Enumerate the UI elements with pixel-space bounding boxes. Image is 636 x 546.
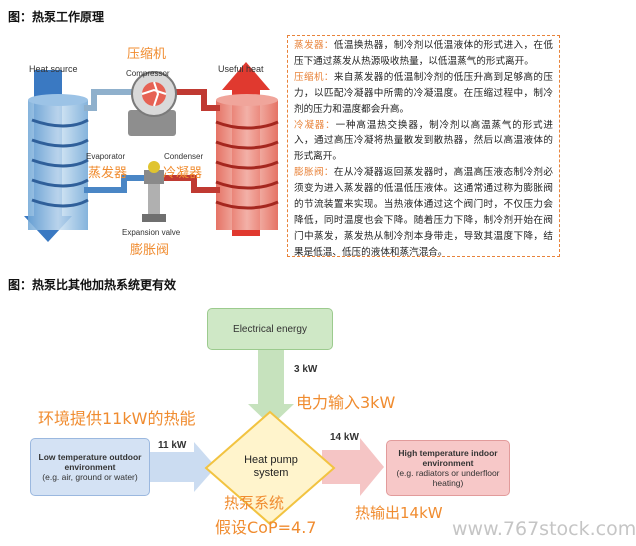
kw3-label: 3 kW [294,364,318,375]
energy-flow-diagram [150,348,384,526]
compressor-cn-label: 压缩机 [127,47,167,62]
environment-input-arrow [150,442,216,492]
watermark: www.767stock.com [452,518,636,540]
discharge-pipe [174,89,220,111]
electrical-energy-label: Electrical energy [233,323,307,335]
liquid-pipe [164,175,220,193]
environment-heat-label: 环境提供11kW的热能 [38,409,196,428]
note-expansion-valve: 膨胀阀：在从冷凝器返回蒸发器时，高温高压液态制冷剂必须变为进入蒸发器的低温低压液… [294,167,554,258]
note-condenser: 冷凝器：一种高温热交换器，制冷剂以高温蒸气的形式进入，通过高压冷凝将热量散发到散… [294,119,554,163]
heat-pump-cn-label: 热泵系统 [224,494,285,512]
kw11-label: 11 kW [158,440,187,451]
heat-pump-cycle-diagram [24,62,279,242]
heat-output-label: 热输出14kW [355,504,443,522]
figure-1-title: 图：热泵工作原理 [8,10,105,24]
note-compressor: 压缩机：来自蒸发器的低温制冷剂的低压升高到足够高的压力，以匹配冷凝器中所需的冷凝… [294,71,554,115]
note-evaporator: 蒸发器：低温换热器，制冷剂以低温液体的形式进入，在低压下通过蒸发从热源吸收热量，… [294,40,554,67]
high-temp-example: (e.g. radiators or underfloor heating) [396,468,500,488]
evaporator-cylinder [28,94,89,230]
evaporator-en-label: Evaporator [86,152,126,161]
expansion-valve-cn-label: 膨胀阀 [130,243,170,258]
cop-label: 假设CoP=4.7 [215,518,317,537]
high-temp-environment-box: High temperature indoor environment (e.g… [386,440,510,496]
condenser-en-label: Condenser [164,152,204,161]
compressor-en-label: Compressor [126,69,170,78]
component-notes: 蒸发器：低温换热器，制冷剂以低温液体的形式进入，在低压下通过蒸发从热源吸收热量，… [287,35,560,258]
return-pipe [84,175,144,193]
kw14-label: 14 kW [330,432,359,443]
electrical-input-arrow [248,348,294,426]
compressor-icon [128,71,177,136]
evaporator-cn-label: 蒸发器 [88,166,128,181]
condenser-cn-label: 冷凝器 [163,166,203,181]
expansion-valve-icon [142,161,166,222]
figure-2-title: 图：热泵比其他加热系统更有效 [8,278,177,292]
expansion-valve-en-label: Expansion valve [122,228,181,237]
low-temp-environment-box: Low temperature outdoor environment (e.g… [30,438,150,496]
low-temp-example: (e.g. air, ground or water) [42,472,138,482]
heat-pump-system-label: Heat pump system [244,454,298,479]
condenser-cylinder [215,94,279,230]
low-temp-label: Low temperature outdoor environment [38,452,142,472]
heat-pump-diamond [204,410,336,526]
suction-pipe [84,89,134,111]
electrical-energy-box: Electrical energy [207,308,333,350]
useful-heat-label: Useful heat [218,64,264,74]
heat-source-label: Heat source [29,64,78,74]
power-input-label: 电力输入3kW [296,393,396,412]
high-temp-label: High temperature indoor environment [398,448,498,468]
